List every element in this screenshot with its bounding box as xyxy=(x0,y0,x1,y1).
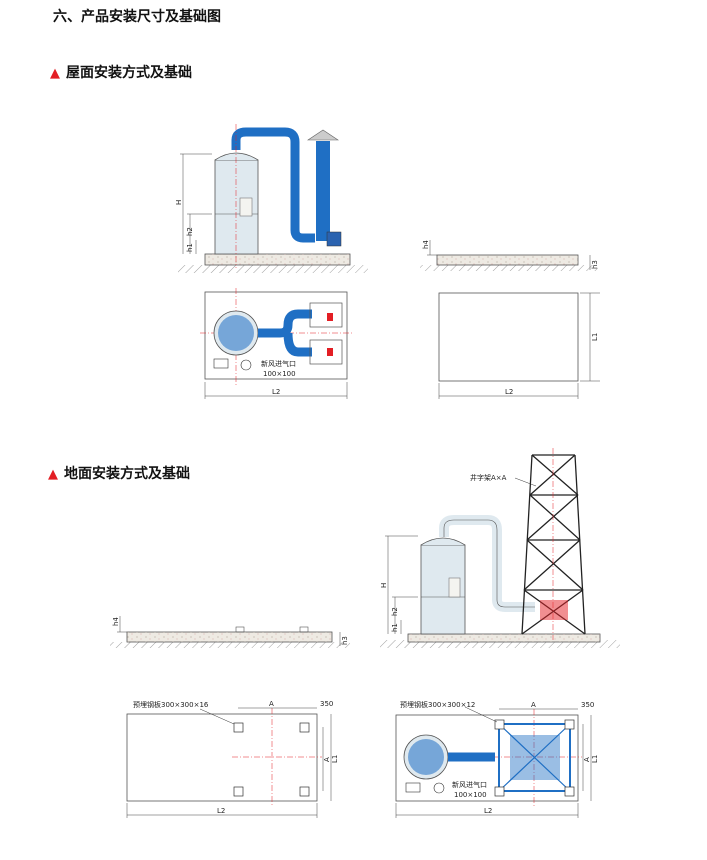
steel-plate xyxy=(233,722,244,733)
steel-plate xyxy=(233,786,244,797)
roof-dim-L2-base: L2 xyxy=(505,388,513,396)
left-plate-label: 预埋钢板300×300×16 xyxy=(133,700,209,709)
ground-dim-H: H xyxy=(380,583,388,588)
ground-dim-A-vert-right: A xyxy=(583,757,591,762)
steel-plate xyxy=(564,786,575,797)
ground-dim-h1: h1 xyxy=(391,623,399,632)
ground-dim-L2-right: L2 xyxy=(484,807,492,815)
ground-dim-L1-right: L1 xyxy=(591,755,599,763)
lattice-tower xyxy=(521,454,586,635)
dim-H: H xyxy=(175,200,183,205)
duct-plan xyxy=(258,309,312,357)
dim-h2: h2 xyxy=(186,227,194,236)
steel-plate xyxy=(299,786,310,797)
ground-dim-h3: h3 xyxy=(341,636,349,645)
tower-label: 井字架A×A xyxy=(470,473,507,482)
roof-section-title-text: 屋面安装方式及基础 xyxy=(66,65,192,81)
steel-plate xyxy=(494,786,505,797)
roof-elevation: H h2 h1 xyxy=(175,124,368,273)
steel-plate xyxy=(564,719,575,730)
steel-plate xyxy=(299,722,310,733)
roof-plan-outline xyxy=(204,291,348,380)
control-box-icon xyxy=(213,358,229,369)
triangle-marker-icon: ▲ xyxy=(48,467,58,482)
ground-dim-h4: h4 xyxy=(112,617,120,626)
pump-icon xyxy=(240,359,252,371)
exhaust-duct xyxy=(231,127,315,243)
ground-base-plan-left: 预埋钢板300×300×16 A 350 A L1 L2 xyxy=(126,700,339,818)
chimney-cap xyxy=(307,129,339,141)
tower-plan xyxy=(494,719,575,797)
roof-base-plan-outline xyxy=(438,292,579,382)
steel-plate xyxy=(494,719,505,730)
chimney xyxy=(316,141,330,241)
roof-section-title: ▲ 屋面安装方式及基础 xyxy=(50,62,192,82)
ground-dim-350-left: 350 xyxy=(320,700,333,708)
right-base-outline xyxy=(395,714,579,802)
roof-dim-h4: h4 xyxy=(422,240,430,249)
roof-fresh-air-size: 100×100 xyxy=(263,370,296,378)
page-heading: 六、产品安装尺寸及基础图 xyxy=(53,9,221,25)
ground-dim-h2: h2 xyxy=(391,607,399,616)
dim-h1: h1 xyxy=(186,243,194,252)
ground-fresh-air-size: 100×100 xyxy=(454,791,487,799)
roof-base-elevation: h4 h3 xyxy=(420,240,599,271)
roof-base-plan: L1 L2 xyxy=(438,292,600,399)
ground-dim-L2-left: L2 xyxy=(217,807,225,815)
roof-dim-L1: L1 xyxy=(591,333,599,341)
ground-dim-A-vert-left: A xyxy=(323,757,331,762)
triangle-marker-icon: ▲ xyxy=(50,66,60,81)
ground-dim-A-left: A xyxy=(269,700,274,708)
ground-dim-350-right: 350 xyxy=(581,701,594,709)
ground-base-elevation: h4 h3 xyxy=(110,616,350,648)
roof-plan: 新风进气口 100×100 L2 xyxy=(200,288,352,399)
ground-elevation: 井字架A×A H h2 h1 xyxy=(380,448,620,648)
left-base-outline xyxy=(126,713,318,802)
ground-section-title-text: 地面安装方式及基础 xyxy=(64,466,190,482)
right-plate-label: 预埋钢板300×300×12 xyxy=(400,700,475,709)
ground-fresh-air-label: 新风进气口 xyxy=(452,780,487,789)
roof-dim-L2-plan: L2 xyxy=(272,388,280,396)
roof-fresh-air-label: 新风进气口 xyxy=(261,359,296,368)
ground-dim-L1-left: L1 xyxy=(331,755,339,763)
ladder xyxy=(239,197,253,217)
ground-dim-A-right: A xyxy=(531,701,536,709)
ground-section-title: ▲ 地面安装方式及基础 xyxy=(48,463,190,483)
fan xyxy=(326,231,342,247)
roof-dim-h3: h3 xyxy=(591,260,599,269)
ground-base-plan-right: 新风进气口 100×100 预埋钢板300×300×12 A 350 A L1 … xyxy=(395,700,599,818)
ground-hatch xyxy=(178,265,368,273)
